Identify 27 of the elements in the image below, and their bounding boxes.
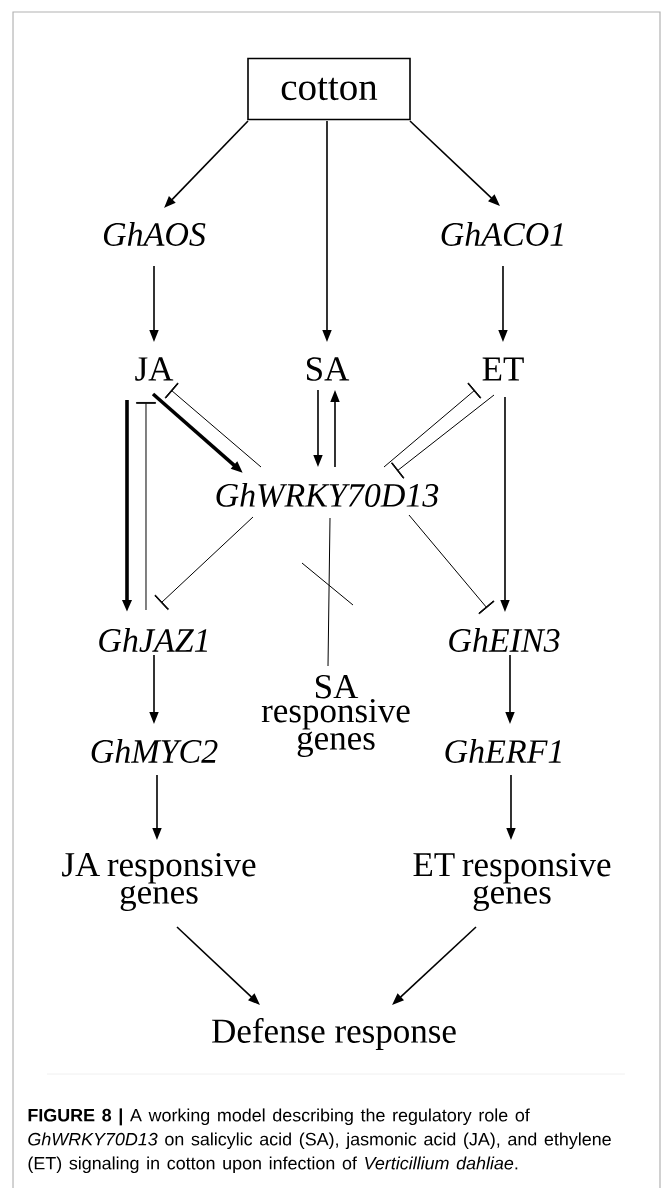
arrow xyxy=(176,926,260,1005)
gene-group-label: JA responsive genes xyxy=(62,852,256,912)
gene-label: GhEIN3 xyxy=(449,628,560,652)
inhibition-line xyxy=(136,402,156,611)
gene-label: GhAOS xyxy=(103,222,206,246)
figure-caption: FIGURE 8 | A working model describing the regulatory role of GhWRKY70D13 on salicylic acid (SA), jasmonic acid (JA), and ethylene (ET) signaling in cotton upon infection of Verticillium dahliae. xyxy=(28,1108,611,1174)
connector-line xyxy=(327,517,331,667)
gene-label: GhMYC2 xyxy=(91,739,218,763)
gene-group-label: SA responsive genes xyxy=(261,674,410,758)
gene-label: GhERF1 xyxy=(445,739,561,763)
inhibition-line xyxy=(154,516,254,611)
process-box: cotton xyxy=(247,57,411,121)
hormone-label: ET xyxy=(482,357,524,381)
inhibition-line xyxy=(391,394,495,479)
inhibition-line xyxy=(383,382,482,468)
gene-label: GhACO1 xyxy=(441,222,563,246)
arrow xyxy=(392,926,477,1005)
hormone-label: SA xyxy=(307,357,350,381)
hormone-label: JA xyxy=(135,357,174,381)
arrow xyxy=(164,120,249,208)
gene-label: GhWRKY70D13 xyxy=(216,482,439,508)
outcome-label: Defense response xyxy=(212,1017,456,1051)
gene-label: GhJAZ1 xyxy=(99,628,207,652)
inhibition-line xyxy=(164,382,262,468)
arrow xyxy=(409,120,500,206)
inhibition-line xyxy=(408,514,495,615)
gene-group-label: ET responsive genes xyxy=(413,852,611,912)
